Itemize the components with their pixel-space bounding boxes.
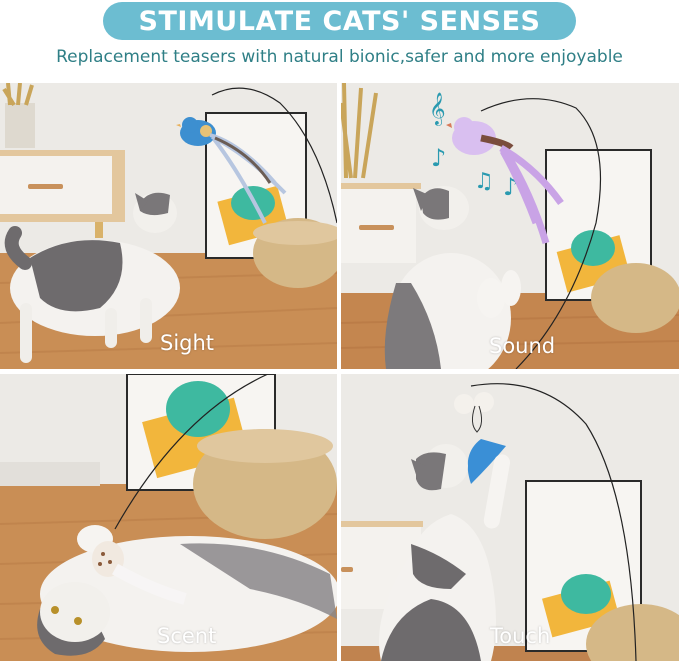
caption-sound: Sound [489,334,556,358]
beamed-notes-icon: ♫ [474,169,494,194]
panel-touch: Touch [341,374,679,661]
panel-sound: 𝄞 ♪ ♫ ♪ Sound [341,83,679,369]
page-title: STIMULATE CATS' SENSES [138,5,541,37]
panel-scent: Scent [0,374,337,661]
header-banner: STIMULATE CATS' SENSES [103,2,576,40]
panel-sight: Sight [0,83,337,369]
sight-scene-image [0,83,337,369]
caption-sight: Sight [160,331,215,355]
scent-scene-image [0,374,337,661]
page-subtitle: Replacement teasers with natural bionic,… [56,47,623,67]
caption-touch: Touch [490,624,551,648]
touch-scene-image [341,374,679,661]
caption-scent: Scent [157,624,217,648]
sound-scene-image: 𝄞 ♪ ♫ ♪ [341,83,679,369]
music-note-icon: ♪ [431,144,446,172]
treble-clef-icon: 𝄞 [429,92,446,126]
